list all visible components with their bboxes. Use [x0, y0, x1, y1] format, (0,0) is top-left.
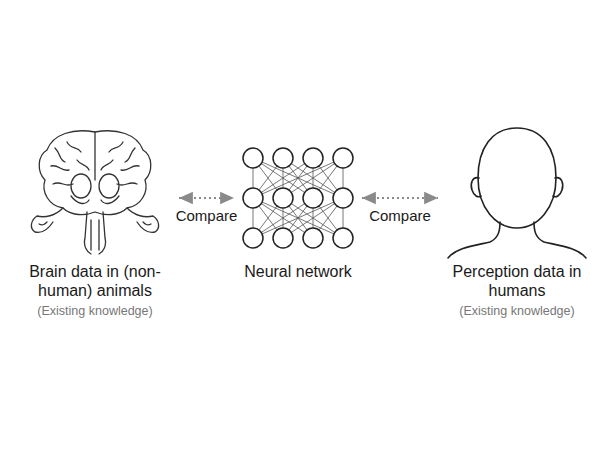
- figure-node: Perception data in humans (Existing knowl…: [442, 120, 592, 319]
- human-head-illustration: [442, 120, 592, 260]
- figure-node: Brain data in (non-human) animals (Existi…: [15, 120, 175, 319]
- node-note: (Existing knowledge): [442, 303, 592, 319]
- edge-label: Compare: [367, 207, 433, 225]
- neural-network-illustration: [238, 120, 358, 260]
- node-title: Neural network: [238, 262, 358, 281]
- node-note: (Existing knowledge): [15, 303, 175, 319]
- compare-arrow: [179, 197, 234, 199]
- edge-label: Compare: [174, 207, 240, 225]
- node-title: Brain data in (non-human) animals: [15, 262, 175, 300]
- compare-arrow: [362, 197, 438, 199]
- node-title: Perception data in humans: [442, 262, 592, 300]
- brain-illustration: [15, 120, 175, 260]
- figure-node: Neural network: [238, 120, 358, 281]
